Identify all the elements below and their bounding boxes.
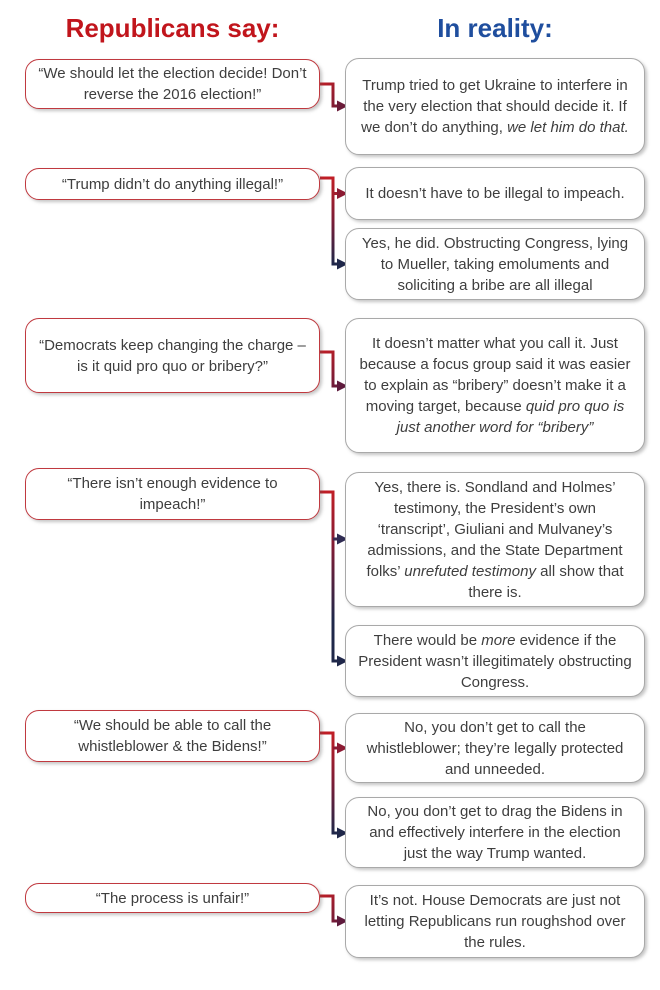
response-text: It doesn’t matter what you call it. Just… xyxy=(359,335,631,436)
arrow-connector-4 xyxy=(320,490,348,667)
claim-box-process-unfair: “The process is unfair!” xyxy=(25,883,320,913)
claim-text: “We should be able to call the whistlebl… xyxy=(73,717,272,755)
claim-box-nothing-illegal: “Trump didn’t do anything illegal!” xyxy=(25,168,320,200)
response-text: No, you don’t get to call the whistleblo… xyxy=(366,718,624,778)
response-text: It’s not. House Democrats are just not l… xyxy=(364,892,626,951)
response-text: Yes, there is. Sondland and Holmes’ test… xyxy=(366,478,624,601)
response-text: There would be more evidence if the Pres… xyxy=(358,631,632,691)
arrow-connector-5 xyxy=(320,731,348,839)
response-box-doesnt-have-to-be-illegal: It doesn’t have to be illegal to impeach… xyxy=(345,167,645,220)
response-box-its-not: It’s not. House Democrats are just not l… xyxy=(345,885,645,958)
response-box-drag-the-bidens: No, you don’t get to drag the Bidens in … xyxy=(345,797,645,868)
response-box-yes-he-did: Yes, he did. Obstructing Congress, lying… xyxy=(345,228,645,300)
response-text: Trump tried to get Ukraine to interfere … xyxy=(361,77,629,136)
claim-box-call-whistleblower-bidens: “We should be able to call the whistlebl… xyxy=(25,710,320,762)
claim-text: “There isn’t enough evidence to impeach!… xyxy=(67,475,278,513)
response-text: No, you don’t get to drag the Bidens in … xyxy=(367,803,623,862)
arrow-connector-1 xyxy=(320,82,348,112)
arrow-connector-6 xyxy=(320,894,348,927)
response-box-ukraine-interfere: Trump tried to get Ukraine to interfere … xyxy=(345,58,645,155)
claim-box-election-decide: “We should let the election decide! Don’… xyxy=(25,59,320,109)
arrow-connector-2 xyxy=(320,176,348,270)
response-box-more-evidence: There would be more evidence if the Pres… xyxy=(345,625,645,697)
response-text: It doesn’t have to be illegal to impeach… xyxy=(365,185,625,202)
column-header-in-reality: In reality: xyxy=(437,13,553,43)
response-box-doesnt-matter-what-you-call-it: It doesn’t matter what you call it. Just… xyxy=(345,318,645,453)
response-text: Yes, he did. Obstructing Congress, lying… xyxy=(361,234,629,294)
arrow-connector-3 xyxy=(320,350,348,392)
claim-box-not-enough-evidence: “There isn’t enough evidence to impeach!… xyxy=(25,468,320,520)
column-header-republicans-say: Republicans say: xyxy=(65,13,280,43)
response-box-whistleblower-protected: No, you don’t get to call the whistleblo… xyxy=(345,713,645,783)
claim-text: “Democrats keep changing the charge – is… xyxy=(39,336,306,375)
claim-box-changing-the-charge: “Democrats keep changing the charge – is… xyxy=(25,318,320,393)
claim-text: “We should let the election decide! Don’… xyxy=(38,65,307,103)
response-box-yes-there-is: Yes, there is. Sondland and Holmes’ test… xyxy=(345,472,645,607)
claim-text: “Trump didn’t do anything illegal!” xyxy=(61,175,284,193)
claim-text: “The process is unfair!” xyxy=(95,889,250,907)
